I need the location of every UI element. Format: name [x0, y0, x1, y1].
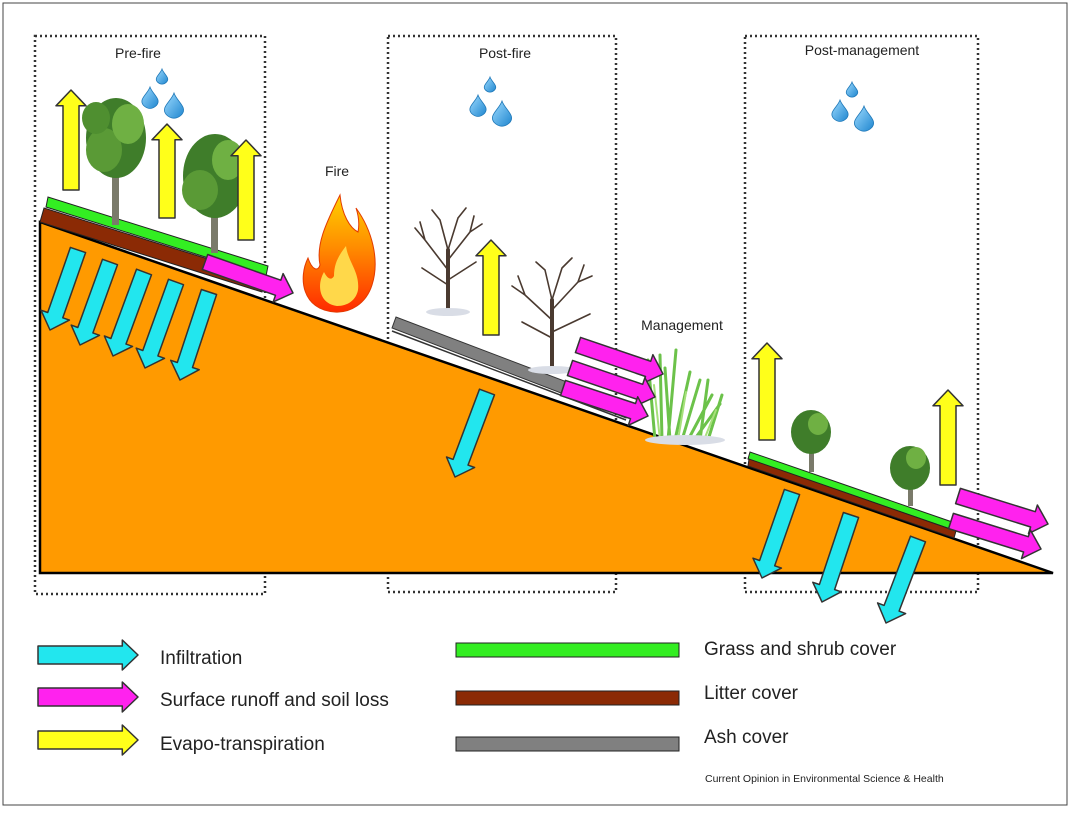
evapotranspiration-arrow: [475, 239, 507, 336]
runoff-arrow: [559, 379, 649, 427]
infiltration-arrow: [40, 246, 87, 331]
infiltration-arrow: [445, 388, 496, 478]
post-management-panel: [743, 34, 980, 594]
burnt-tree-icon: [511, 257, 593, 374]
infiltration-arrow: [812, 511, 860, 603]
evapotranspiration-arrow: [932, 389, 964, 486]
runoff-arrow: [201, 253, 294, 303]
young-tree-icon: [791, 410, 831, 472]
post-fire-title: Post-fire: [479, 45, 531, 61]
infiltration-arrow: [876, 535, 927, 624]
burnt-tree-icon: [414, 207, 483, 316]
runoff-arrow: [947, 512, 1042, 560]
infiltration-arrow: [70, 258, 119, 346]
legend-ash-swatch: [455, 736, 680, 752]
legend-infiltration-arrow: [37, 639, 139, 671]
pre-fire-title: Pre-fire: [115, 45, 161, 61]
legend-ash-label: Ash cover: [704, 727, 789, 748]
legend-evapotranspiration-label: Evapo-transpiration: [160, 734, 325, 755]
evapotranspiration-arrow: [55, 89, 87, 191]
evapotranspiration-arrow: [751, 342, 783, 441]
young-tree-icon: [890, 446, 930, 506]
post-fire-panel: [386, 34, 618, 594]
runoff-arrow: [954, 487, 1049, 535]
fire-icon: [302, 193, 376, 313]
post-management-title: Post-management: [805, 42, 920, 58]
soil-slope: [38, 220, 1054, 575]
credit-line: Current Opinion in Environmental Science…: [705, 773, 944, 785]
management-label: Management: [641, 317, 723, 333]
legend-runoff-label: Surface runoff and soil loss: [160, 690, 389, 711]
infiltration-arrow: [169, 288, 218, 381]
infiltration-arrow: [135, 278, 185, 369]
legend-runoff-arrow: [37, 681, 139, 713]
legend-grass-swatch: [455, 642, 680, 658]
legend-litter-swatch: [455, 690, 680, 706]
infiltration-arrow: [103, 268, 153, 357]
fire-label: Fire: [325, 163, 349, 179]
pre-fire-tree-icon: [182, 134, 247, 253]
legend-litter-label: Litter cover: [704, 683, 799, 704]
infiltration-arrow: [752, 488, 801, 579]
evapotranspiration-arrow: [151, 123, 183, 219]
grass-tuft-icon: [645, 348, 725, 445]
legend-grass-label: Grass and shrub cover: [704, 639, 897, 660]
pre-fire-panel: [33, 34, 267, 596]
evapotranspiration-arrow: [230, 139, 262, 241]
rain-drops-icon: [141, 67, 874, 132]
pre-fire-tree-icon: [82, 98, 146, 225]
legend-infiltration-label: Infiltration: [160, 648, 242, 669]
legend-evapotranspiration-arrow: [37, 724, 139, 756]
